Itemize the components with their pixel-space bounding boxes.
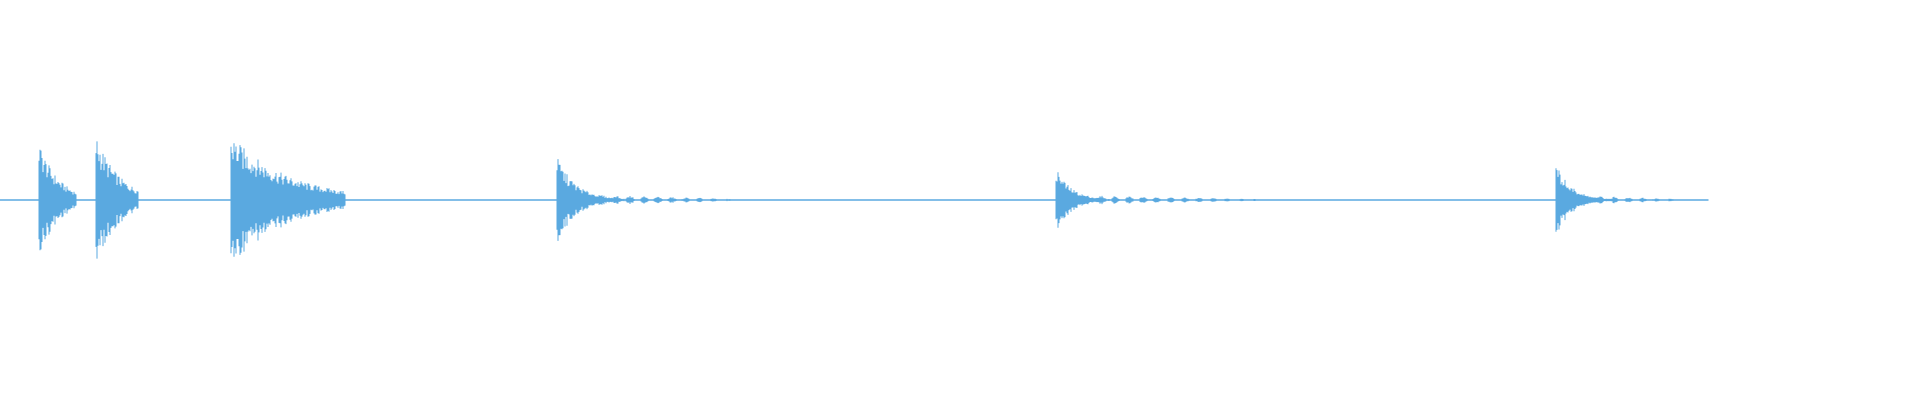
waveform-path-group bbox=[0, 141, 1709, 259]
